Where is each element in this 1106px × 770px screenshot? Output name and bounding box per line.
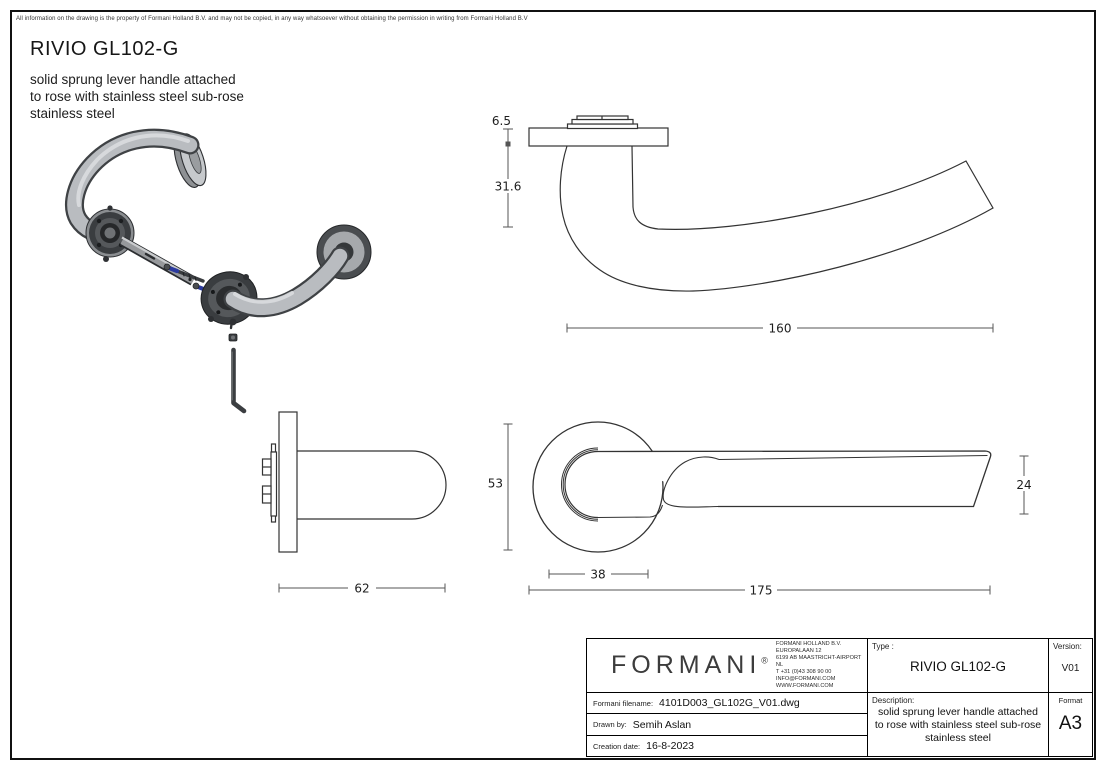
svg-text:31.6: 31.6: [495, 180, 522, 194]
dim-sub-rose-diameter: 38: [548, 566, 649, 582]
drawn-by-label: Drawn by:: [593, 720, 627, 729]
filename-cell: Formani filename: 4101D003_GL102G_V01.dw…: [587, 692, 867, 713]
title-block: FORMANI® FORMANI HOLLAND B.V. EUROPALAAN…: [586, 638, 1093, 757]
page-title: RIVIO GL102-G: [30, 38, 179, 60]
logo-cell: FORMANI® FORMANI HOLLAND B.V. EUROPALAAN…: [587, 639, 867, 692]
svg-text:53: 53: [488, 477, 503, 491]
front-view: [532, 421, 992, 553]
description-label: Description:: [872, 696, 915, 705]
dim-rose-height-projection: 6.5 31.6: [492, 114, 524, 228]
svg-text:160: 160: [769, 322, 792, 336]
svg-text:6.5: 6.5: [492, 114, 511, 128]
dimension-annotations: 6.5 31.6 160 53: [278, 114, 1036, 598]
format-label: Format: [1058, 696, 1083, 705]
dim-lever-length: 160: [566, 320, 994, 336]
svg-text:62: 62: [354, 582, 369, 596]
creation-date-value: 16-8-2023: [646, 740, 694, 752]
product-description: solid sprung lever handle attached to ro…: [30, 72, 244, 121]
company-address: FORMANI HOLLAND B.V. EUROPALAAN 12 6199 …: [775, 641, 862, 689]
iso-view: [65, 128, 372, 414]
copyright-disclaimer: All information on the drawing is the pr…: [16, 16, 528, 22]
svg-text:175: 175: [750, 584, 773, 598]
creation-date-cell: Creation date: 16-8-2023: [587, 735, 867, 756]
version-value: V01: [1061, 663, 1080, 674]
filename-value: 4101D003_GL102G_V01.dwg: [659, 697, 800, 709]
description-text: solid sprung lever handle attached to ro…: [874, 706, 1042, 744]
format-value: A3: [1058, 713, 1083, 734]
creation-date-label: Creation date:: [593, 741, 641, 751]
type-label: Type :: [872, 642, 894, 651]
version-label: Version:: [1053, 642, 1082, 651]
formani-logo: FORMANI®: [611, 651, 768, 679]
top-view: [528, 115, 994, 292]
allen-key: [231, 347, 247, 414]
sheet-border: [10, 10, 1096, 760]
svg-text:38: 38: [590, 568, 605, 582]
drawing-header: RIVIO GL102-G solid sprung lever handle …: [30, 38, 244, 122]
filename-label: Formani filename:: [593, 698, 654, 708]
drawn-by-value: Semih Aslan: [632, 718, 692, 731]
format-cell: Format A3: [1048, 692, 1092, 756]
description-cell: Description: solid sprung lever handle a…: [867, 692, 1048, 756]
type-value: RIVIO GL102-G: [909, 659, 1007, 674]
side-view: [261, 411, 447, 553]
dim-grip-width: 24: [1012, 455, 1036, 515]
svg-text:24: 24: [1016, 478, 1031, 492]
dim-rose-diameter: 53: [488, 423, 513, 551]
version-cell: Version: V01: [1048, 639, 1092, 692]
dim-total-length: 175: [528, 582, 991, 598]
drawn-by-cell: Drawn by: Semih Aslan: [587, 713, 867, 735]
type-cell: Type : RIVIO GL102-G: [867, 639, 1048, 692]
dim-grip-depth: 62: [278, 580, 446, 596]
registered-mark: ®: [761, 655, 768, 666]
